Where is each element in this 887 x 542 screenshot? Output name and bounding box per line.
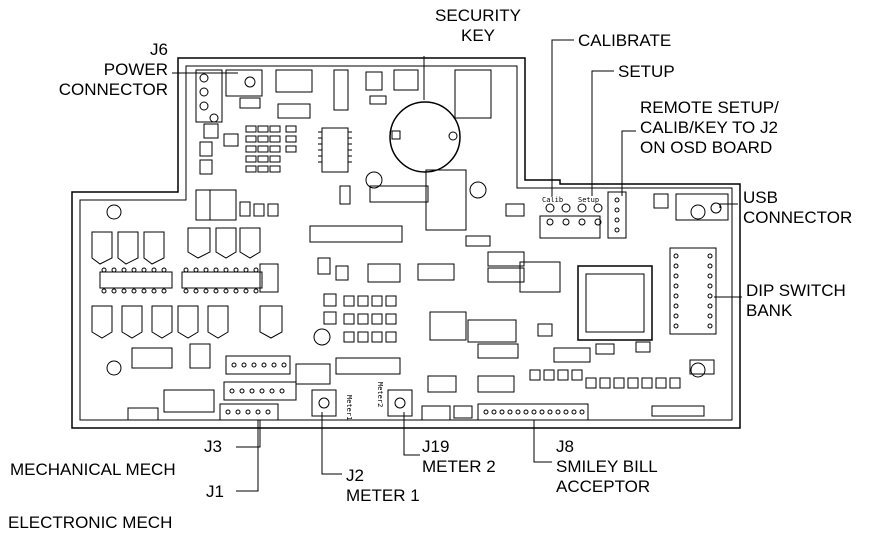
usb-line2: CONNECTOR (743, 208, 853, 227)
setup-label: SETUP (618, 62, 675, 81)
setup-silk: Setup (578, 196, 599, 204)
usb-connector (710, 202, 722, 214)
security-key-label: SECURITY KEY (418, 6, 538, 46)
j6-label: J6 POWER CONNECTOR (20, 40, 168, 100)
j8-connector (421, 375, 589, 421)
leader-lines (172, 39, 742, 492)
dip-line1: DIP SWITCH (746, 281, 846, 300)
ic-chip (199, 127, 349, 175)
usb-line1: USB (743, 188, 778, 207)
mount-hole (106, 360, 122, 376)
meter-1-connector (311, 389, 337, 417)
remote-line1: REMOTE SETUP/ (640, 98, 779, 117)
security-key-line2: KEY (460, 26, 496, 45)
electronic-mech-label: ELECTRONIC MECH (8, 513, 173, 532)
security-key-line1: SECURITY (435, 6, 521, 25)
j2-line1: J2 (346, 466, 364, 485)
usb-label: USB CONNECTOR (743, 188, 852, 228)
j6-line1: J6 (150, 40, 168, 59)
j8-line2: SMILEY BILL (556, 457, 658, 476)
j6-line2: POWER (103, 60, 168, 79)
j2-label: J2 METER 1 (346, 466, 420, 506)
j6-power-connector (195, 69, 263, 139)
meter2-silk: Meter2 (376, 382, 384, 407)
mechanical-mech-label: MECHANICAL MECH (10, 460, 176, 479)
meter-2-connector (387, 389, 413, 417)
meter1-silk: Meter1 (345, 395, 353, 420)
j8-label: J8 SMILEY BILL ACCEPTOR (556, 437, 658, 497)
j1-label: J1 (206, 482, 224, 501)
mount-hole (690, 204, 706, 220)
calibrate-button (545, 203, 571, 226)
j6-line3: CONNECTOR (58, 80, 168, 99)
j19-label: J19 METER 2 (422, 437, 496, 477)
remote-line3: ON OSD BOARD (640, 138, 773, 157)
dip-switch-label: DIP SWITCH BANK (746, 281, 846, 321)
calib-silk: Calib (542, 196, 563, 204)
calibrate-label: CALIBRATE (578, 31, 672, 50)
j3-label: J3 (204, 437, 222, 456)
j2-line2: METER 1 (346, 486, 420, 505)
mount-hole (106, 204, 122, 220)
j3-connector (127, 355, 297, 421)
remote-line2: CALIB/KEY TO J2 (640, 118, 778, 137)
j8-line3: ACCEPTOR (556, 477, 651, 496)
setup-button (577, 203, 603, 226)
remote-setup-label: REMOTE SETUP/ CALIB/KEY TO J2 ON OSD BOA… (640, 98, 779, 158)
security-key-component (389, 101, 461, 173)
board-outline (71, 57, 741, 429)
mount-hole (690, 362, 706, 378)
j19-line1: J19 (422, 437, 450, 456)
j19-line2: METER 2 (422, 457, 496, 476)
dip-switch-bank (673, 253, 713, 329)
j8-line1: J8 (556, 437, 574, 456)
dip-line2: BANK (746, 301, 793, 320)
main-processor-chip (577, 265, 653, 341)
